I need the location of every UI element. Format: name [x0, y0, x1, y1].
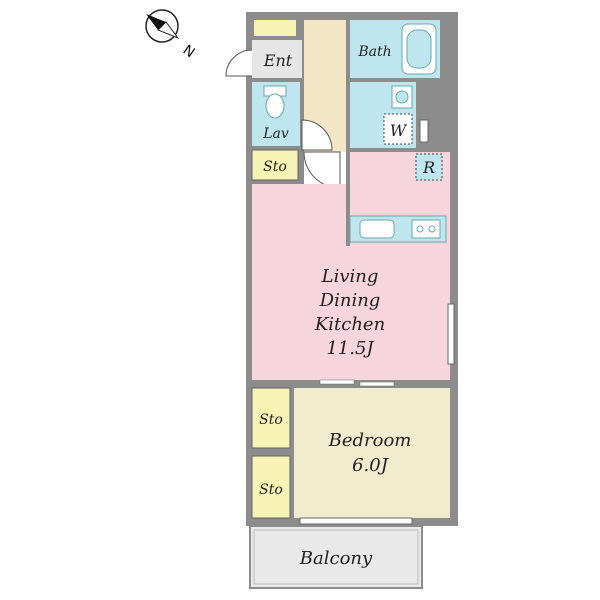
label-washer: W	[390, 121, 408, 140]
stove-burner-left	[416, 225, 424, 233]
bathtub-inner	[406, 29, 432, 69]
compass-north-label: N	[180, 42, 198, 61]
kitchen-sink	[359, 219, 395, 239]
stove-burner-right	[428, 225, 436, 233]
entrance	[252, 40, 302, 78]
washbasin-bowl	[395, 90, 409, 104]
label-bath: Bath	[357, 44, 391, 60]
label-ldk-line2: Dining	[319, 290, 381, 311]
compass-icon	[145, 9, 180, 43]
window-slot	[419, 119, 429, 143]
sliding-door-1	[319, 379, 355, 385]
label-refrigerator: R	[422, 158, 435, 177]
entrance-door-swing	[225, 49, 253, 77]
shoe-cabinet	[254, 20, 296, 36]
refrigerator-space	[415, 153, 443, 181]
label-ldk-size: 11.5J	[326, 338, 375, 359]
bedroom	[294, 388, 450, 518]
storage-bedroom-1	[251, 387, 291, 449]
kitchen-wall-stub	[346, 152, 350, 246]
sliding-door-2	[359, 381, 395, 387]
label-storage-2: Sto	[259, 482, 283, 498]
bedroom-window	[299, 517, 413, 525]
label-ldk-line1: Living	[321, 266, 379, 287]
storage-bedroom-2	[251, 455, 291, 519]
washer-space	[383, 113, 413, 145]
label-balcony: Balcony	[299, 548, 373, 569]
storage-hall	[251, 149, 299, 181]
kitchen-stove	[411, 219, 441, 239]
label-bedroom-name: Bedroom	[328, 430, 412, 451]
label-storage-hall: Sto	[263, 159, 287, 175]
label-bedroom-size: 6.0J	[352, 455, 390, 476]
label-entrance: Ent	[263, 51, 293, 70]
ldk-window	[447, 303, 455, 365]
balcony-rail	[253, 529, 419, 585]
lav-door-swing	[301, 119, 333, 151]
label-ldk-line3: Kitchen	[314, 314, 385, 335]
label-lavatory: Lav	[262, 126, 289, 142]
balcony	[249, 525, 423, 589]
label-storage-1: Sto	[259, 412, 283, 428]
toilet-bowl	[265, 93, 285, 119]
